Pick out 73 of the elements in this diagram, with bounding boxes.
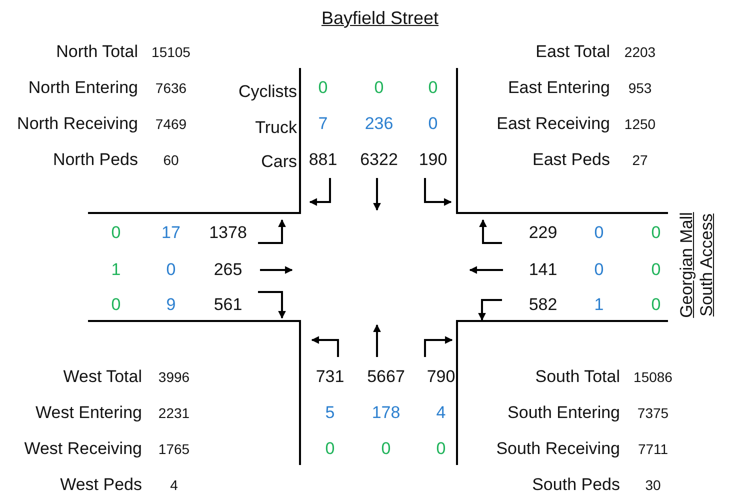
- count-value: 0: [594, 223, 604, 243]
- stat-label: West Peds: [60, 475, 142, 495]
- stat-label: South Peds: [532, 475, 620, 495]
- stat-label: North Entering: [28, 78, 138, 98]
- count-value: 790: [426, 367, 456, 387]
- count-value: 60: [163, 151, 179, 170]
- count-value: 190: [418, 150, 448, 170]
- count-value: 17: [162, 223, 180, 243]
- count-value: 4: [170, 476, 178, 495]
- count-value: 731: [316, 367, 344, 387]
- street-name: Georgian Mall South Access: [677, 211, 717, 320]
- count-value: 0: [166, 260, 176, 280]
- stat-label: East Receiving: [496, 114, 610, 134]
- count-value: 3996: [158, 368, 190, 387]
- count-value: 236: [364, 114, 394, 134]
- count-value: 5: [325, 403, 335, 423]
- count-value: 27: [632, 151, 648, 170]
- stat-label: North Receiving: [17, 114, 138, 134]
- count-value: 141: [528, 260, 558, 280]
- stat-label: South Entering: [508, 403, 620, 423]
- count-value: 1250: [624, 115, 656, 134]
- stat-label: West Total: [63, 367, 142, 387]
- count-value: 15086: [634, 368, 672, 387]
- count-value: 0: [325, 439, 335, 459]
- count-value: 4: [436, 403, 446, 423]
- count-value: 7711: [638, 440, 668, 459]
- count-value: 0: [381, 439, 391, 459]
- count-value: 953: [628, 79, 652, 98]
- count-value: 5667: [367, 367, 405, 387]
- count-value: 15105: [152, 43, 190, 62]
- count-value: 0: [428, 78, 438, 98]
- count-value: 7469: [155, 115, 187, 134]
- count-value: 2203: [624, 43, 656, 62]
- count-value: 561: [214, 295, 242, 315]
- stat-label: East Entering: [508, 78, 610, 98]
- count-value: 0: [111, 223, 121, 243]
- count-value: 2231: [158, 404, 190, 423]
- street-name: Bayfield Street: [321, 8, 439, 28]
- count-value: 0: [651, 295, 661, 315]
- stat-label: North Total: [56, 42, 138, 62]
- count-value: 0: [111, 295, 121, 315]
- count-value: 0: [318, 78, 328, 98]
- count-value: 7: [318, 114, 328, 134]
- stat-label: West Receiving: [24, 439, 142, 459]
- count-value: 6322: [360, 150, 398, 170]
- count-value: 881: [308, 150, 338, 170]
- count-value: 1378: [209, 223, 247, 243]
- count-value: 0: [374, 78, 384, 98]
- vehicle-type-label: Cars: [261, 152, 297, 172]
- count-value: 9: [166, 295, 176, 315]
- count-value: 30: [645, 476, 661, 495]
- count-value: 0: [651, 223, 661, 243]
- count-value: 0: [651, 260, 661, 280]
- count-value: 7375: [637, 404, 669, 423]
- count-value: 1: [594, 295, 604, 315]
- count-value: 0: [436, 439, 446, 459]
- count-value: 229: [528, 223, 558, 243]
- count-value: 265: [214, 260, 242, 280]
- count-value: 0: [428, 114, 438, 134]
- count-value: 1: [111, 260, 121, 280]
- stat-label: South Total: [535, 367, 620, 387]
- vehicle-type-label: Truck: [255, 118, 297, 138]
- count-value: 582: [528, 295, 558, 315]
- count-value: 1765: [158, 440, 190, 459]
- stat-label: East Peds: [532, 150, 610, 170]
- count-value: 178: [372, 403, 400, 423]
- stat-label: South Receiving: [496, 439, 620, 459]
- stat-label: East Total: [536, 42, 610, 62]
- stat-label: West Entering: [36, 403, 142, 423]
- count-value: 7636: [155, 79, 187, 98]
- vehicle-type-label: Cyclists: [238, 82, 297, 102]
- count-value: 0: [594, 260, 604, 280]
- stat-label: North Peds: [52, 150, 138, 170]
